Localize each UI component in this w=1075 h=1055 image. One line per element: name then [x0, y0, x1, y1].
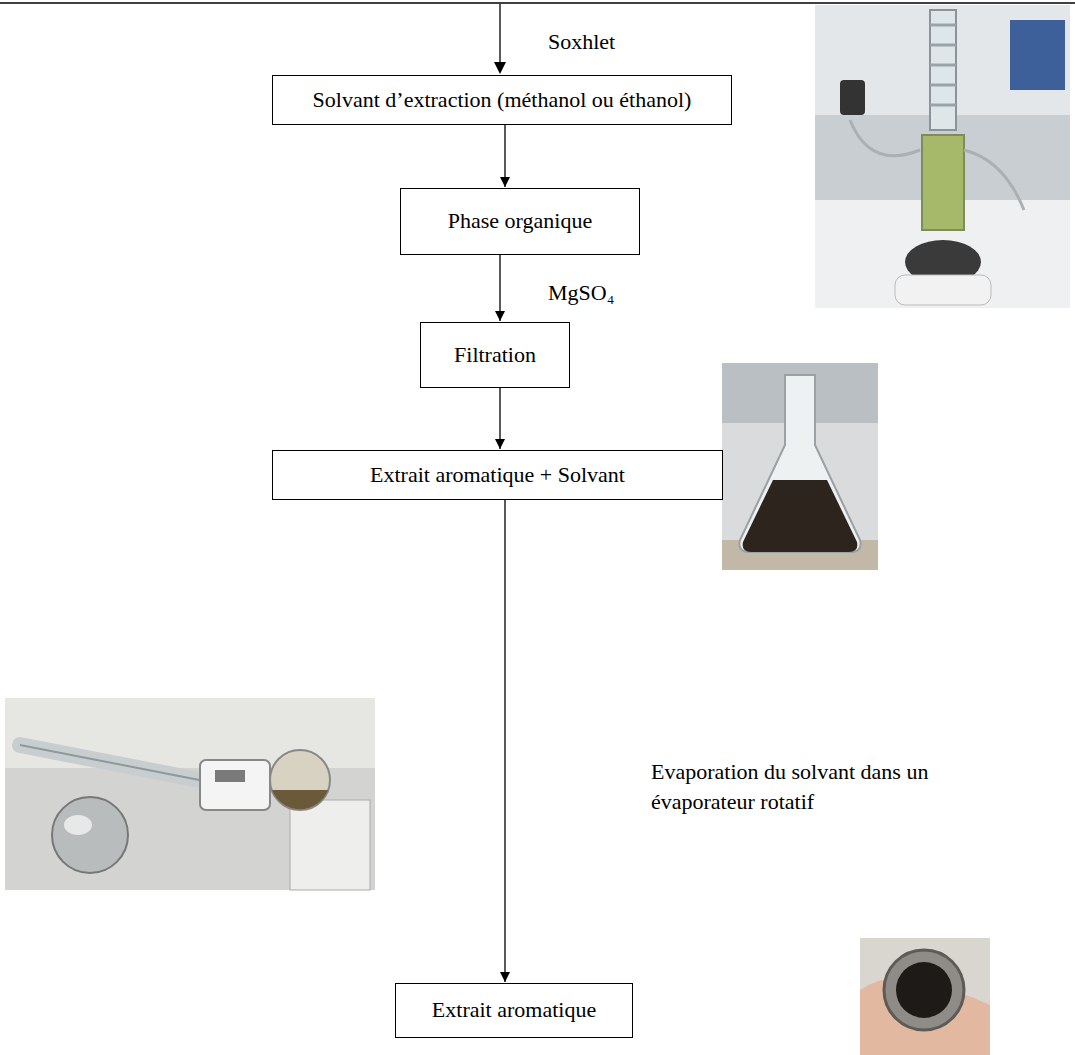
flow-arrow: [504, 125, 505, 187]
page-rule: [0, 2, 1075, 3]
entry-arrowhead: [494, 62, 506, 74]
step-annotation: Evaporation du solvant dans un évaporate…: [651, 757, 971, 816]
extract-flask-photo: [860, 938, 990, 1055]
process-box: Extrait aromatique: [395, 983, 633, 1038]
flow-arrow: [499, 388, 500, 449]
process-box: Filtration: [420, 322, 570, 388]
flask-photo: [722, 363, 878, 570]
soxhlet-photo: [815, 5, 1070, 308]
box-label: Solvant d’extraction (méthanol ou éthano…: [313, 87, 692, 113]
rotary-evaporator-photo: [5, 698, 375, 890]
box-label: Extrait aromatique + Solvant: [370, 462, 625, 488]
process-box: Solvant d’extraction (méthanol ou éthano…: [272, 75, 732, 125]
box-label: Filtration: [454, 342, 536, 368]
box-label: Phase organique: [448, 208, 592, 234]
step-annotation: Soxhlet: [548, 27, 615, 57]
box-label: Extrait aromatique: [432, 997, 596, 1023]
entry-arrow: [499, 4, 500, 64]
step-annotation: MgSO₄: [548, 278, 614, 308]
flow-arrow: [504, 500, 505, 982]
flow-arrow: [499, 255, 500, 321]
process-box: Phase organique: [400, 188, 640, 255]
process-box: Extrait aromatique + Solvant: [272, 450, 723, 500]
